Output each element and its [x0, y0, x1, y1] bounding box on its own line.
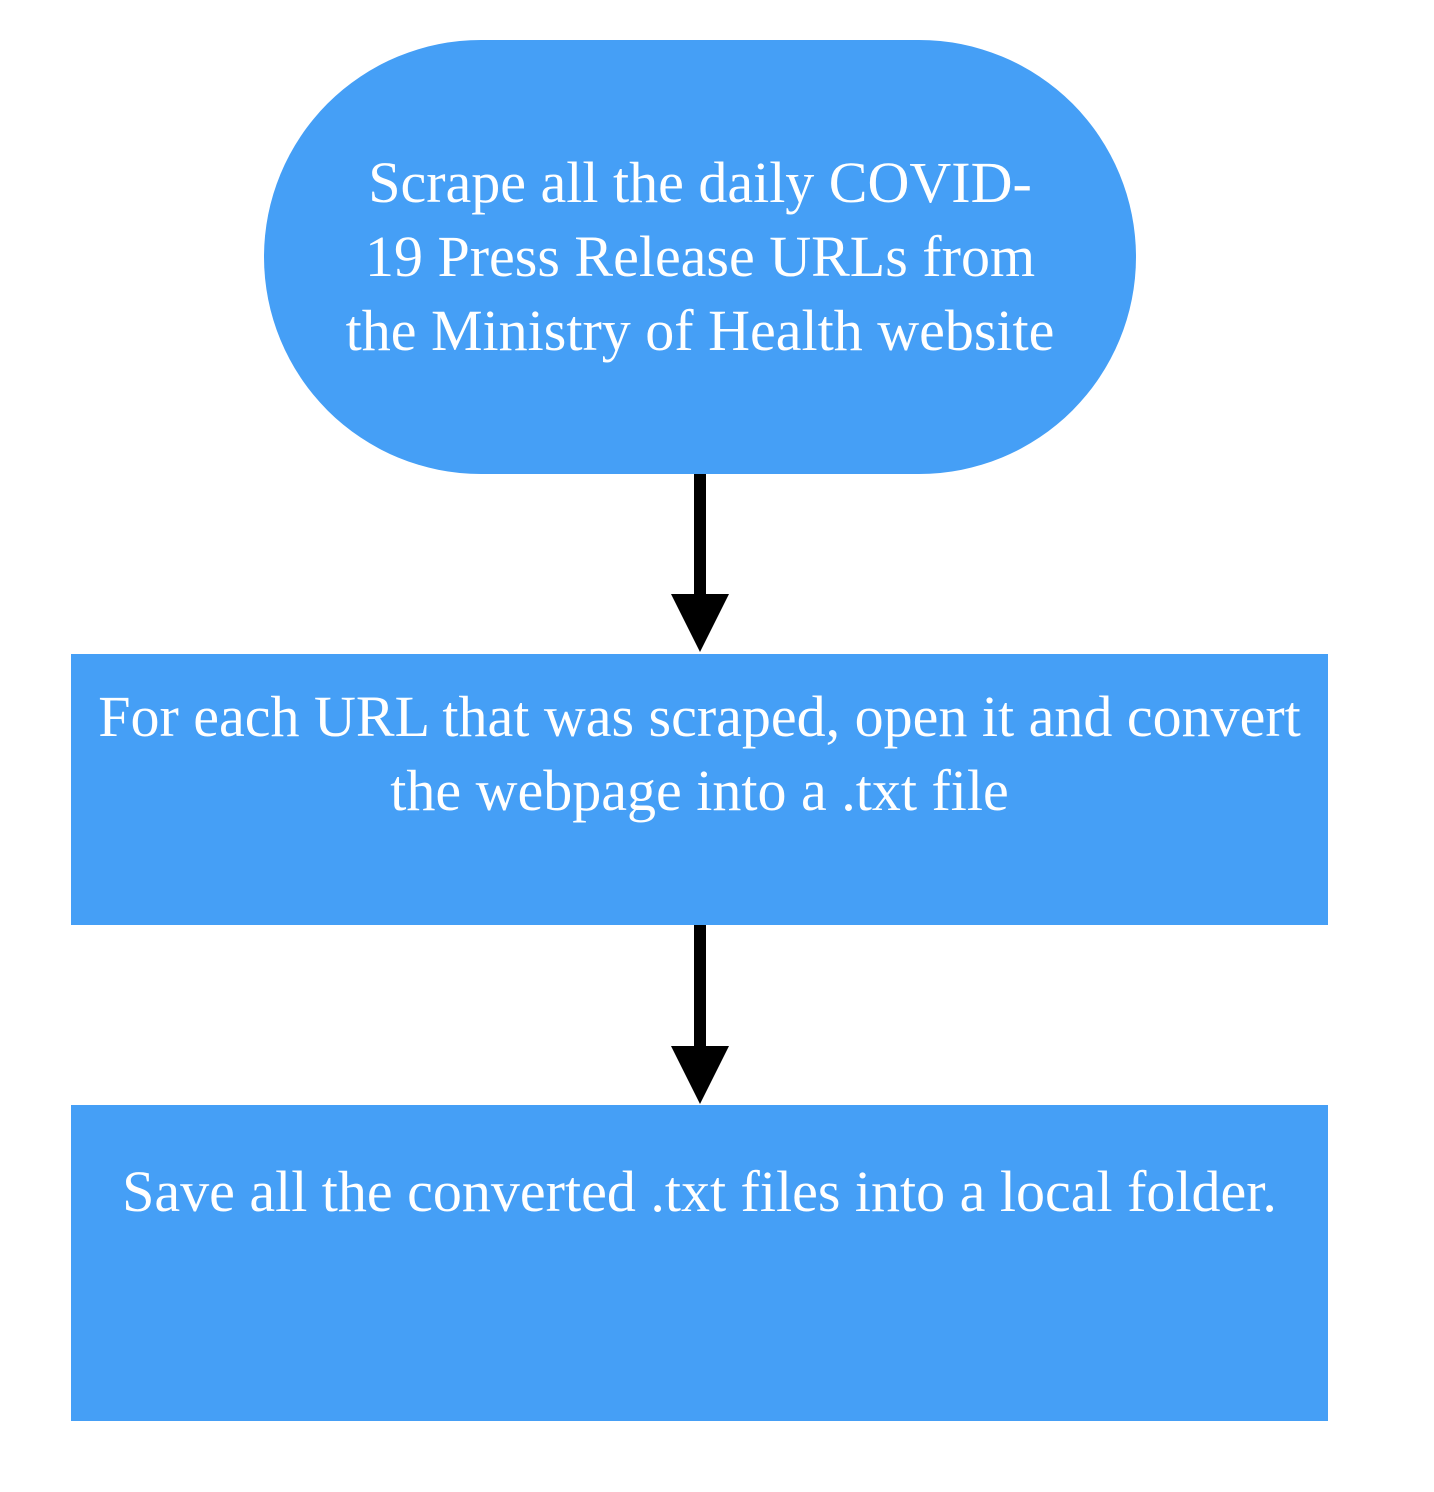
- node-label-save-files: Save all the converted .txt files into a…: [122, 1159, 1277, 1224]
- arrowhead-1: [671, 594, 729, 652]
- node-scrape-urls: Scrape all the daily COVID-19 Press Rele…: [264, 40, 1136, 474]
- node-save-files: Save all the converted .txt files into a…: [71, 1105, 1328, 1421]
- node-convert-pages: For each URL that was scraped, open it a…: [71, 654, 1328, 925]
- arrowhead-2: [671, 1046, 729, 1104]
- edge-convert-to-save: [671, 925, 729, 1104]
- edge-scrape-to-convert: [671, 474, 729, 652]
- node-label-convert-pages: For each URL that was scraped, open it a…: [98, 684, 1301, 823]
- node-label-scrape-urls: Scrape all the daily COVID-19 Press Rele…: [345, 150, 1055, 363]
